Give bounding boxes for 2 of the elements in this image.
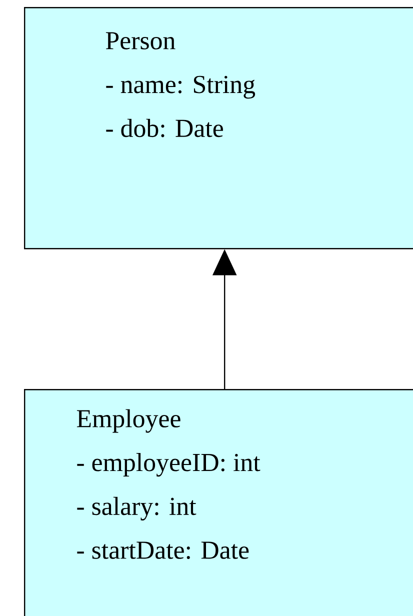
class-box: Employee - employeeID: int - salary: int - startDate: Date: [24, 389, 413, 616]
class-box: Person - name: String - dob: Date: [24, 7, 413, 250]
